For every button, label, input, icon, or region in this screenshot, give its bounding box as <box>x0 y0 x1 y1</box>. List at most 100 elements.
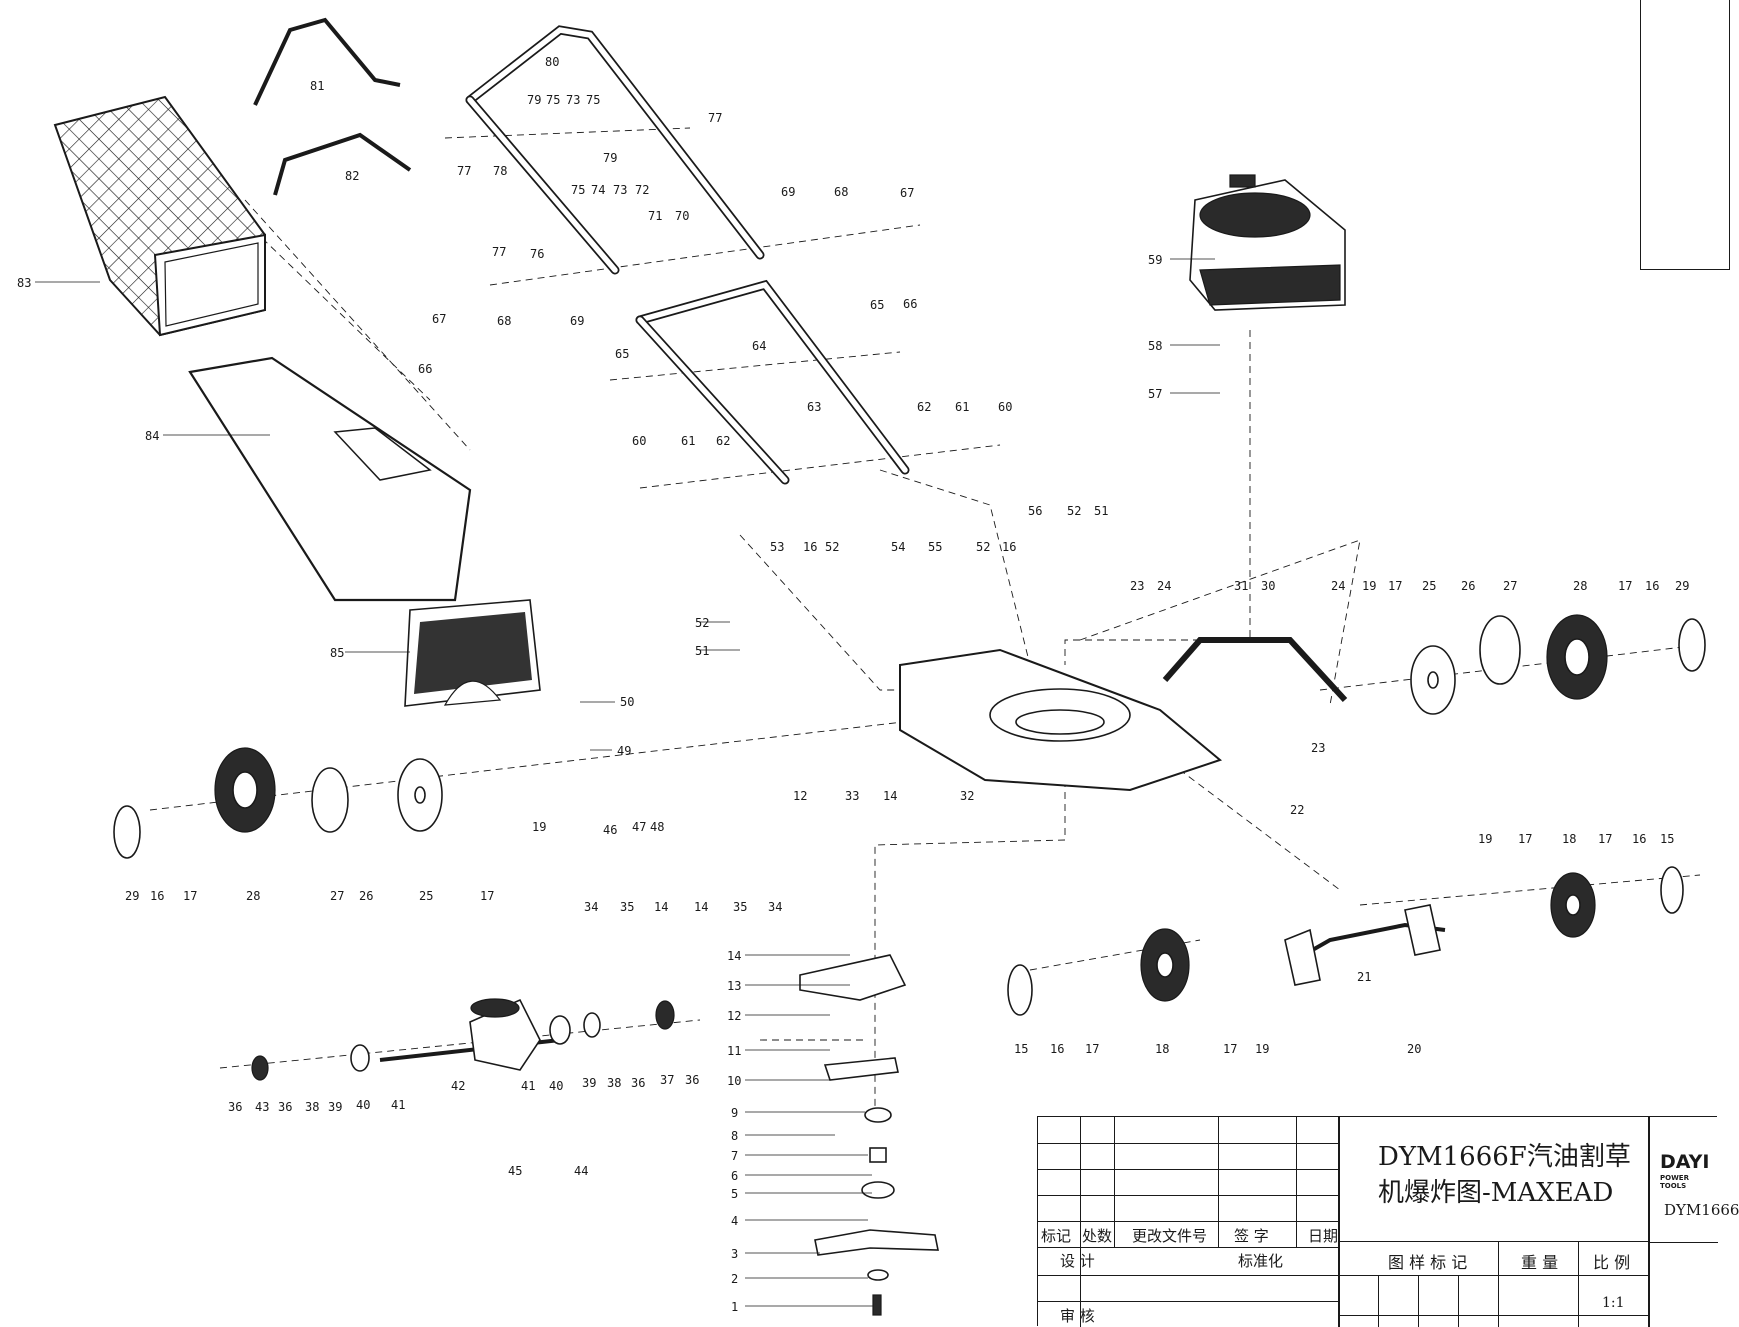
callout-65: 65 <box>870 298 884 312</box>
callout-68: 68 <box>497 314 511 328</box>
callout-55: 55 <box>928 540 942 554</box>
callout-46: 46 <box>603 823 617 837</box>
callout-24: 24 <box>1331 579 1345 593</box>
callout-43: 43 <box>255 1100 269 1114</box>
callout-60: 60 <box>632 434 646 448</box>
callout-17: 17 <box>1618 579 1632 593</box>
callout-17: 17 <box>1598 832 1612 846</box>
callout-56: 56 <box>1028 504 1042 518</box>
callout-65: 65 <box>615 347 629 361</box>
callout-20: 20 <box>1407 1042 1421 1056</box>
callout-68: 68 <box>834 185 848 199</box>
callout-61: 61 <box>955 400 969 414</box>
callout-58: 58 <box>1148 339 1162 353</box>
review-label: 审 核 <box>1060 1307 1095 1325</box>
callout-57: 57 <box>1148 387 1162 401</box>
blade-assembly <box>799 954 939 1316</box>
company-logo-subtitle: POWER TOOLS <box>1660 1174 1689 1190</box>
callout-13: 13 <box>727 979 741 993</box>
callout-74: 74 <box>591 183 605 197</box>
callout-16: 16 <box>150 889 164 903</box>
callout-39: 39 <box>328 1100 342 1114</box>
callout-16: 16 <box>803 540 817 554</box>
callout-32: 32 <box>960 789 974 803</box>
callout-67: 67 <box>900 186 914 200</box>
callout-17: 17 <box>1388 579 1402 593</box>
callout-48: 48 <box>650 820 664 834</box>
callout-36: 36 <box>685 1073 699 1087</box>
callout-19: 19 <box>1478 832 1492 846</box>
callout-14: 14 <box>654 900 668 914</box>
callout-52: 52 <box>695 616 709 630</box>
drawing-title-line1: DYM1666F汽油割草 <box>1378 1142 1631 1172</box>
callout-21: 21 <box>1357 970 1371 984</box>
callout-19: 19 <box>532 820 546 834</box>
callout-45: 45 <box>508 1164 522 1178</box>
callout-36: 36 <box>228 1100 242 1114</box>
callout-30: 30 <box>1261 579 1275 593</box>
callout-16: 16 <box>1645 579 1659 593</box>
gearbox <box>251 998 675 1081</box>
callout-27: 27 <box>1503 579 1517 593</box>
callout-71: 71 <box>648 209 662 223</box>
callout-73: 73 <box>566 93 580 107</box>
callout-17: 17 <box>183 889 197 903</box>
callout-51: 51 <box>1094 504 1108 518</box>
rear-flap <box>404 599 541 707</box>
callout-28: 28 <box>246 889 260 903</box>
callout-18: 18 <box>1155 1042 1169 1056</box>
callout-40: 40 <box>356 1098 370 1112</box>
title-block: DYM1666F汽油割草 机爆炸图-MAXEAD 标记 处数 更改文件号 签 字… <box>1037 1116 1739 1327</box>
callout-83: 83 <box>17 276 31 290</box>
callout-12: 12 <box>727 1009 741 1023</box>
callout-15: 15 <box>1014 1042 1028 1056</box>
bag-frame <box>188 356 472 602</box>
callout-77: 77 <box>492 245 506 259</box>
callout-72: 72 <box>635 183 649 197</box>
upper-handle <box>465 25 765 275</box>
callout-29: 29 <box>1675 579 1689 593</box>
callout-14: 14 <box>727 949 741 963</box>
callout-66: 66 <box>903 297 917 311</box>
callout-33: 33 <box>845 789 859 803</box>
callout-41: 41 <box>521 1079 535 1093</box>
callout-49: 49 <box>617 744 631 758</box>
callout-15: 15 <box>1660 832 1674 846</box>
standardize-label: 标准化 <box>1238 1252 1284 1270</box>
callout-52: 52 <box>825 540 839 554</box>
callout-82: 82 <box>345 169 359 183</box>
header-date: 日期 <box>1308 1227 1339 1245</box>
callout-23: 23 <box>1311 741 1325 755</box>
callout-81: 81 <box>310 79 324 93</box>
callout-69: 69 <box>781 185 795 199</box>
callout-16: 16 <box>1050 1042 1064 1056</box>
callout-23: 23 <box>1130 579 1144 593</box>
drawing-mark-label: 图 样 标 记 <box>1388 1253 1468 1272</box>
callout-63: 63 <box>807 400 821 414</box>
callout-labels: 80 81 82 83 84 85 79 75 73 75 77 77 78 7… <box>17 55 1689 1314</box>
callout-38: 38 <box>305 1100 319 1114</box>
callout-52: 52 <box>976 540 990 554</box>
callout-44: 44 <box>574 1164 588 1178</box>
callout-52: 52 <box>1067 504 1081 518</box>
callout-36: 36 <box>631 1076 645 1090</box>
callout-36: 36 <box>278 1100 292 1114</box>
engine <box>1189 174 1346 311</box>
assembly-guide-lines <box>149 127 1701 1120</box>
callout-75: 75 <box>586 93 600 107</box>
callout-85: 85 <box>330 646 344 660</box>
detail-inset-frame <box>1640 0 1730 270</box>
callout-19: 19 <box>1255 1042 1269 1056</box>
leader-lines <box>35 258 1220 1307</box>
callout-34: 34 <box>584 900 598 914</box>
callout-16: 16 <box>1002 540 1016 554</box>
callout-14: 14 <box>694 900 708 914</box>
callout-66: 66 <box>418 362 432 376</box>
callout-37: 37 <box>660 1073 674 1087</box>
callout-39: 39 <box>582 1076 596 1090</box>
grass-bag <box>53 95 266 337</box>
model-code: DYM1666 <box>1664 1201 1739 1219</box>
header-change-doc: 更改文件号 <box>1132 1227 1208 1245</box>
callout-62: 62 <box>716 434 730 448</box>
callout-61: 61 <box>681 434 695 448</box>
